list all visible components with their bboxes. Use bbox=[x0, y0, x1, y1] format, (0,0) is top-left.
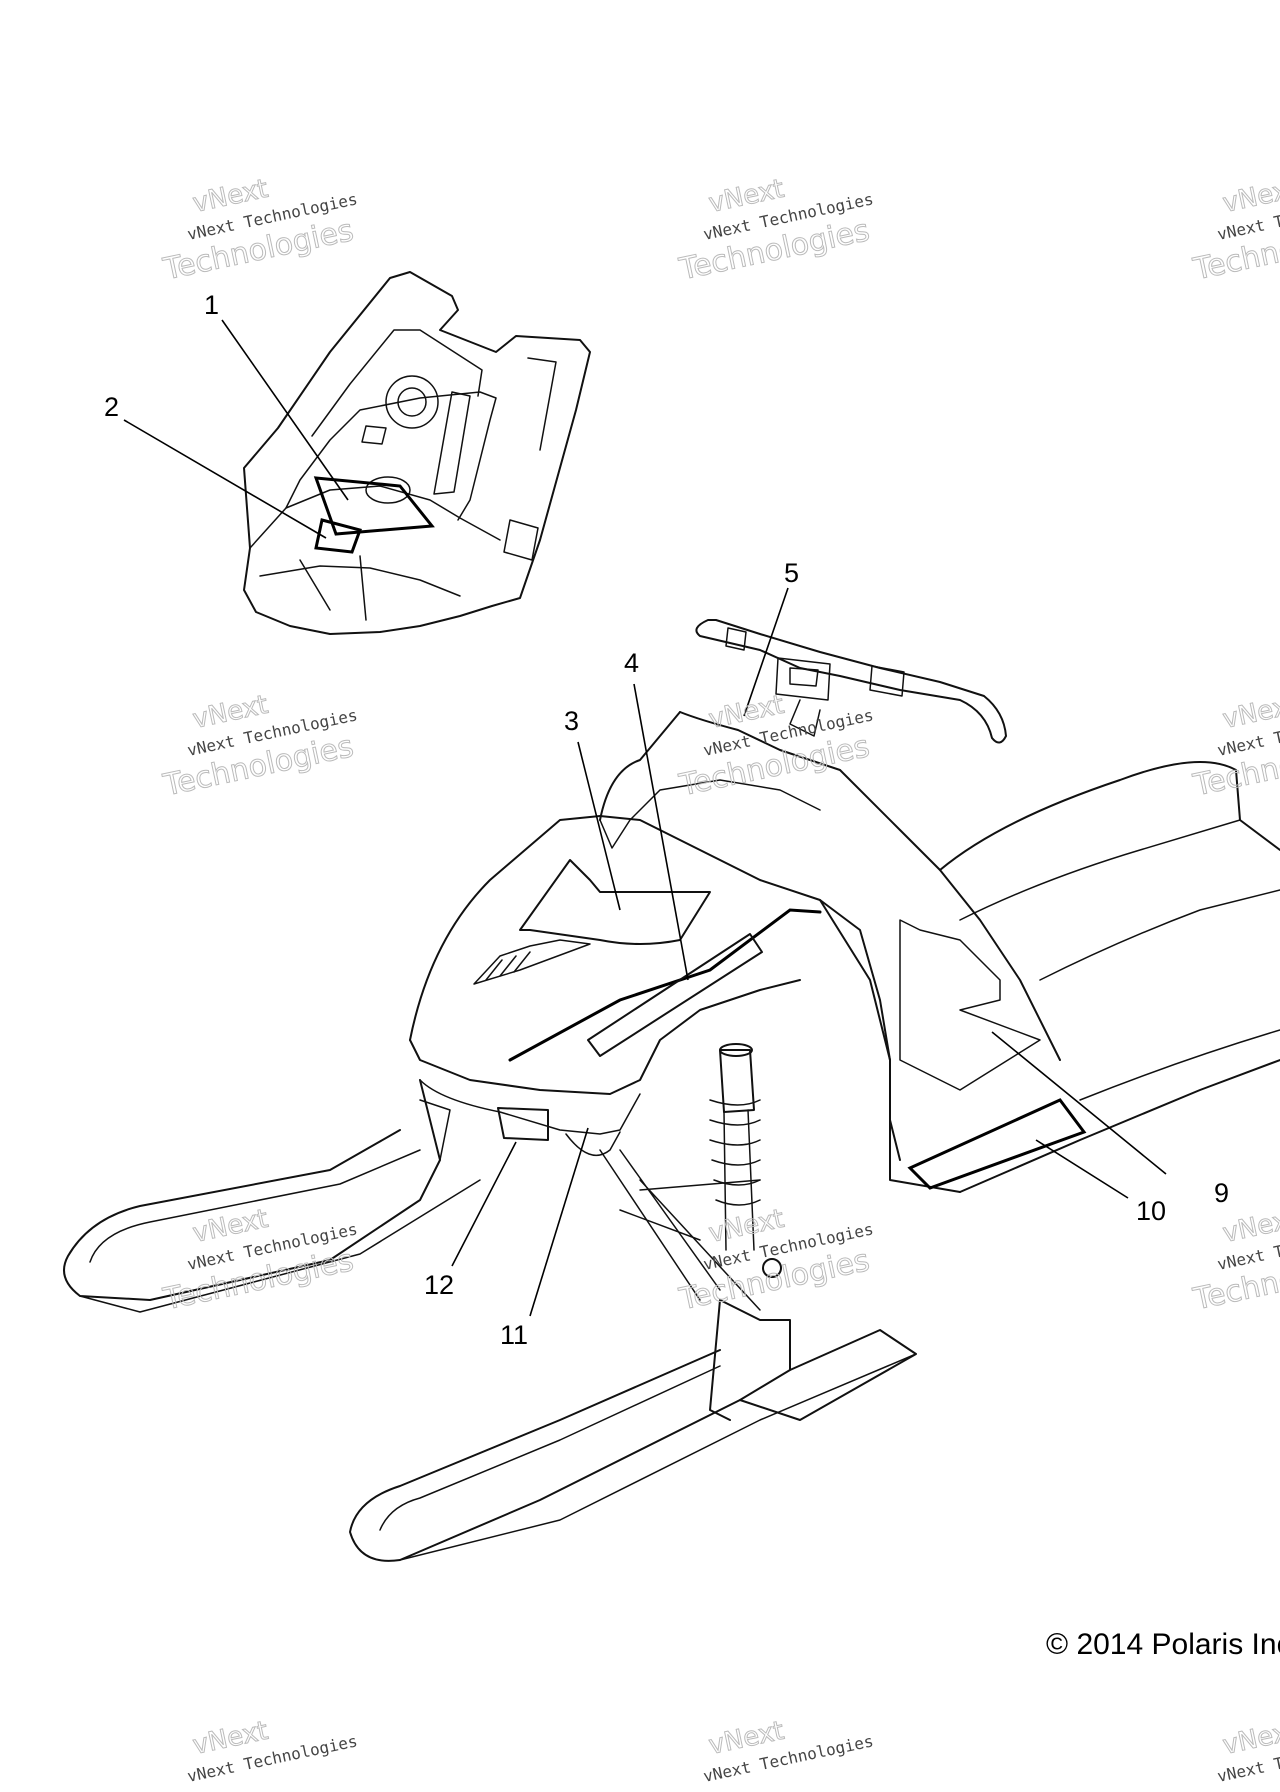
callout-4: 4 bbox=[624, 648, 639, 678]
callout-5: 5 bbox=[784, 558, 799, 588]
watermark-tile: vNext vNext Technologies bbox=[186, 1715, 360, 1786]
snowmobile-drawing bbox=[63, 619, 1280, 1562]
callout-12: 12 bbox=[424, 1270, 454, 1300]
callout-3: 3 bbox=[564, 706, 579, 736]
console-panel-drawing bbox=[243, 271, 591, 635]
watermark-tile: vNext vNext Technologies Technologies bbox=[1189, 689, 1280, 804]
watermark-tile: vNext vNext Technologies Technologies bbox=[1189, 1203, 1280, 1318]
watermark-tile: vNext vNext Technologies Technologies bbox=[675, 173, 875, 288]
copyright-text: © 2014 Polaris Inc bbox=[1046, 1628, 1280, 1661]
callout-2: 2 bbox=[104, 392, 119, 422]
watermark-tile: vNext vNext Technologies Technologies bbox=[675, 689, 875, 804]
watermark-tile: vNext vNext Technologies Technologies bbox=[1189, 173, 1280, 288]
leader-lines bbox=[123, 319, 1167, 1317]
watermark-tile: vNext vNext Technologies bbox=[1216, 1715, 1280, 1786]
svg-text:vNext: vNext bbox=[1220, 174, 1280, 219]
watermark-tile: vNext vNext Technologies Technologies bbox=[675, 1203, 875, 1318]
svg-text:vNext: vNext bbox=[1220, 1716, 1280, 1761]
callout-10: 10 bbox=[1136, 1196, 1166, 1226]
svg-text:vNext: vNext bbox=[1220, 1204, 1280, 1249]
svg-text:vNext: vNext bbox=[1220, 690, 1280, 735]
callout-labels: 1 2 3 4 5 9 10 11 12 bbox=[104, 290, 1229, 1350]
watermark-tile: vNext vNext Technologies Technologies bbox=[159, 173, 359, 288]
callout-11: 11 bbox=[500, 1320, 528, 1350]
callout-1: 1 bbox=[204, 290, 219, 320]
watermark-tile: vNext vNext Technologies bbox=[702, 1715, 876, 1786]
watermark-tile: vNext vNext Technologies Technologies bbox=[159, 1203, 359, 1318]
callout-9: 9 bbox=[1214, 1178, 1229, 1208]
watermark-tile: vNext vNext Technologies Technologies bbox=[159, 689, 359, 804]
